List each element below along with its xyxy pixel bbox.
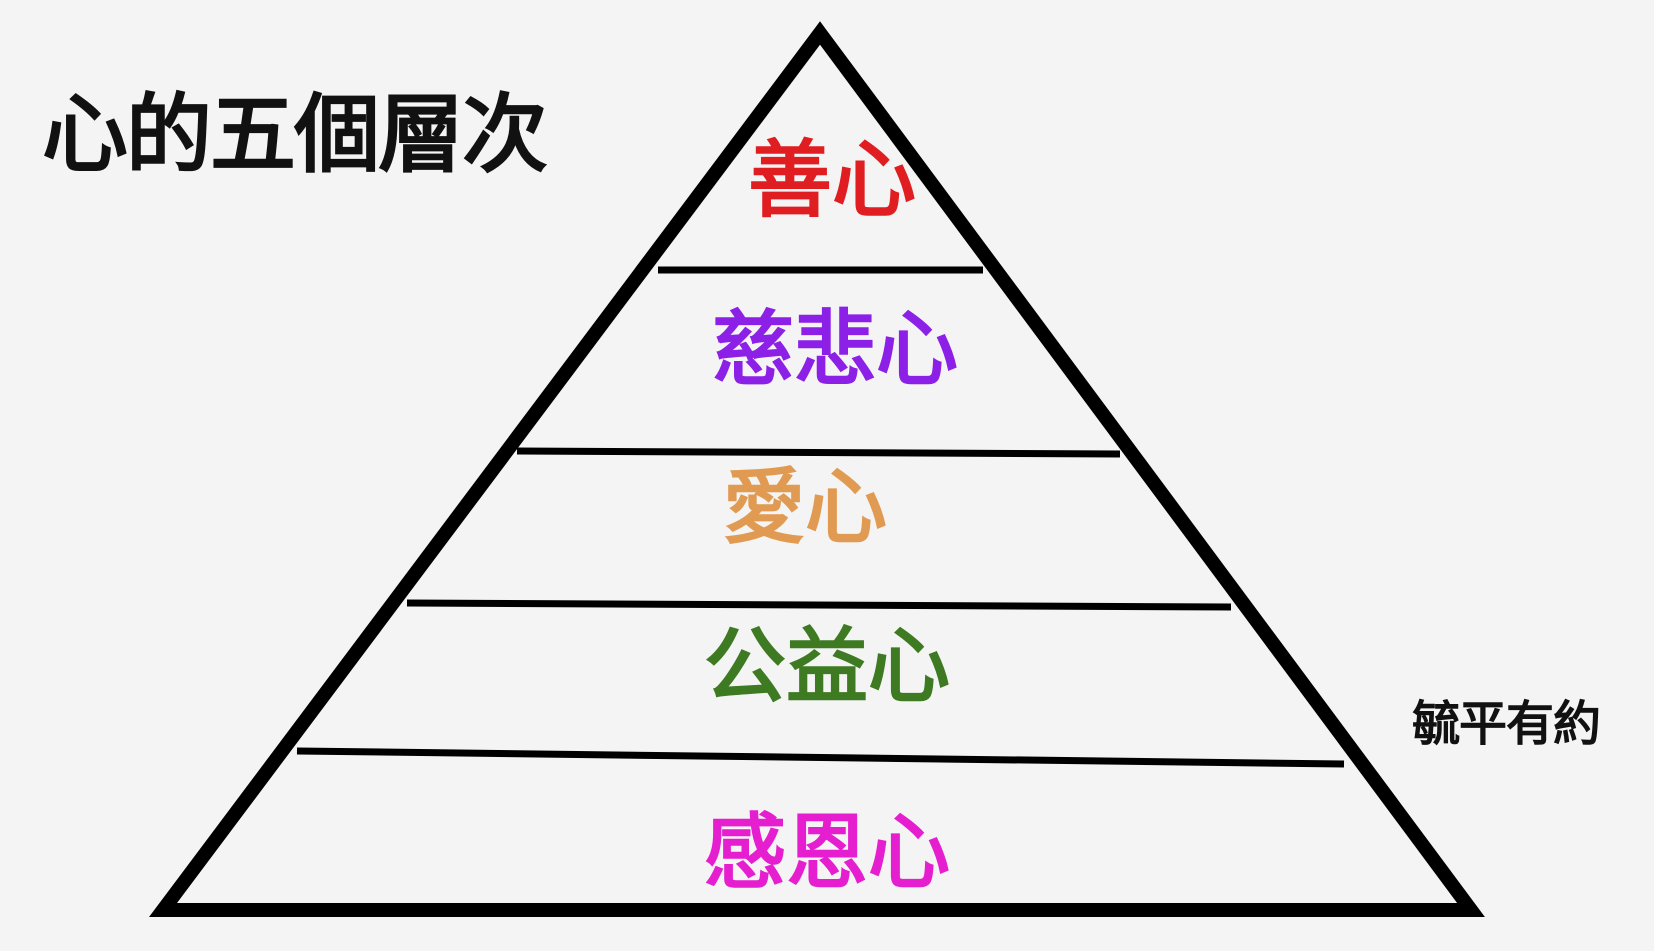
- pyramid-divider-4: [296, 747, 1345, 768]
- diagram-title: 心的五個層次: [42, 85, 548, 185]
- pyramid-divider-2: [516, 447, 1121, 458]
- level-label-3: 愛心: [723, 460, 887, 555]
- level-label-4: 公益心: [704, 619, 950, 714]
- author-label: 毓平有約: [1412, 696, 1601, 752]
- level-label-2: 慈悲心: [712, 302, 958, 397]
- pyramid-divider-3: [406, 599, 1232, 611]
- pyramid-outline: [149, 21, 1485, 917]
- level-label-1: 善心: [748, 131, 916, 229]
- level-label-5: 感恩心: [704, 805, 950, 900]
